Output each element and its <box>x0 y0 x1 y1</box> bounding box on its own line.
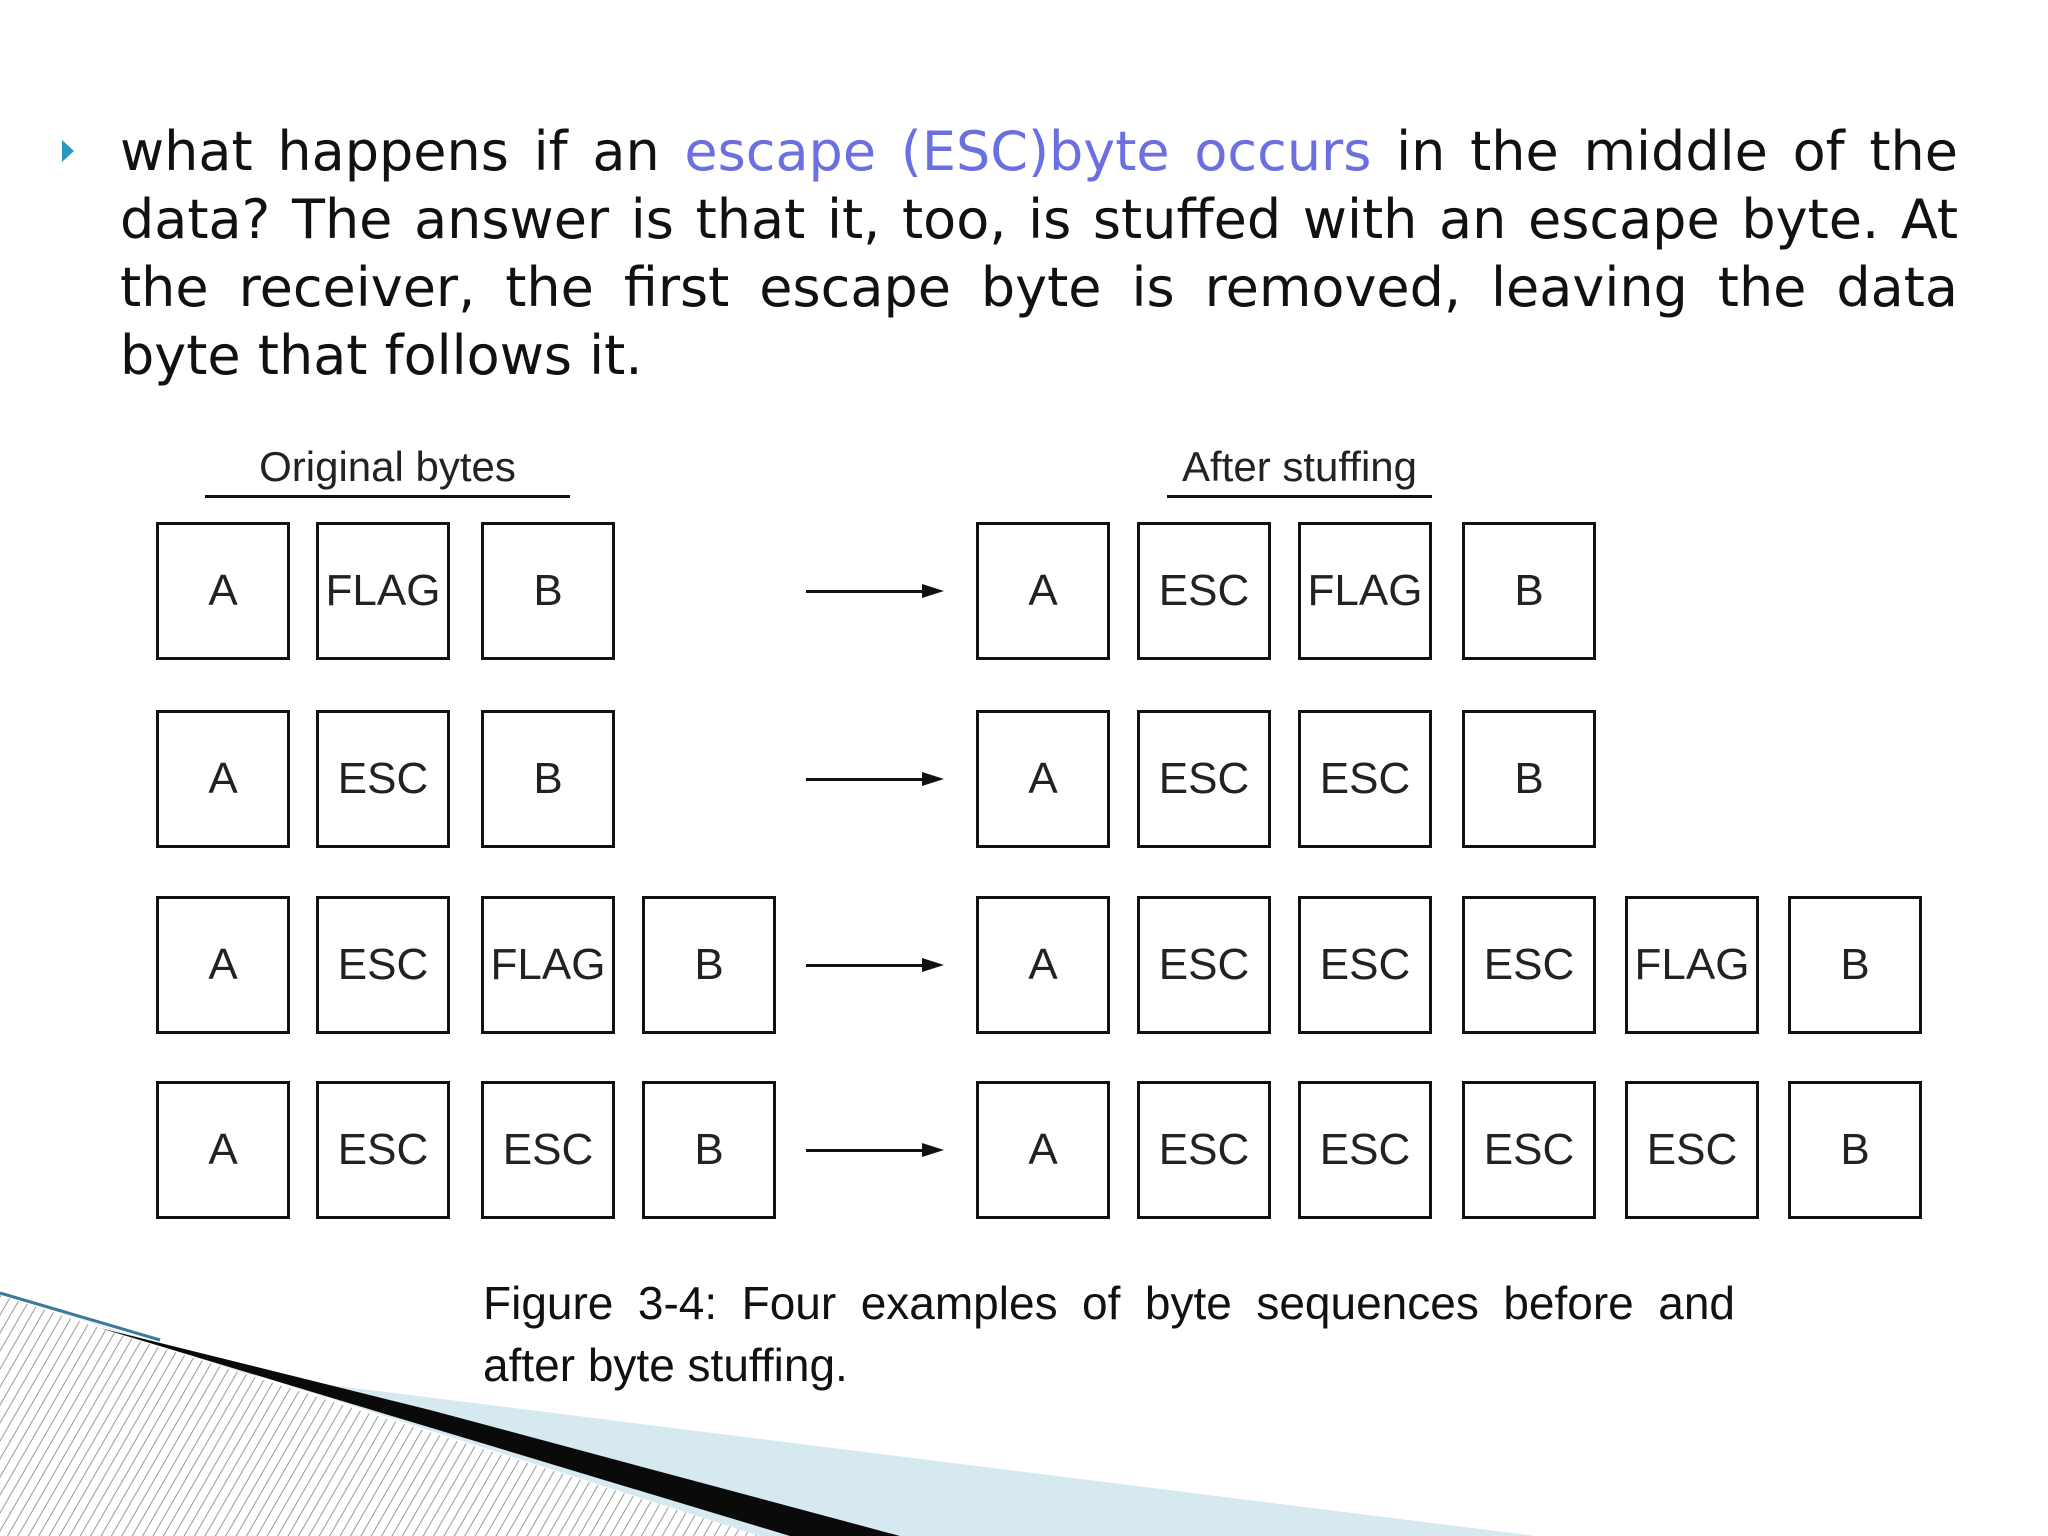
original-byte-box: B <box>642 1081 776 1219</box>
original-byte-box: ESC <box>316 710 450 848</box>
stuffed-byte-box: ESC <box>1462 896 1596 1034</box>
original-byte-box: A <box>156 1081 290 1219</box>
stuffed-byte-box: FLAG <box>1298 522 1432 660</box>
stuffed-byte-box: ESC <box>1137 1081 1271 1219</box>
stuffed-byte-box: ESC <box>1462 1081 1596 1219</box>
stuffed-byte-box: A <box>976 1081 1110 1219</box>
stuffed-byte-box: B <box>1788 1081 1922 1219</box>
transform-arrow-line <box>806 1149 924 1152</box>
original-byte-box: ESC <box>316 896 450 1034</box>
stuffed-byte-box: A <box>976 710 1110 848</box>
stuffed-byte-box: ESC <box>1137 896 1271 1034</box>
stuffed-byte-box: A <box>976 522 1110 660</box>
transform-arrow-line <box>806 590 924 593</box>
stuffed-byte-box: B <box>1462 522 1596 660</box>
after-stuffing-heading: After stuffing <box>1167 443 1432 491</box>
transform-arrow-line <box>806 964 924 967</box>
original-bytes-heading: Original bytes <box>205 443 570 491</box>
stuffed-byte-box: ESC <box>1137 522 1271 660</box>
stuffed-byte-box: ESC <box>1298 1081 1432 1219</box>
stuffed-byte-box: B <box>1462 710 1596 848</box>
stuffed-byte-box: FLAG <box>1625 896 1759 1034</box>
original-byte-box: FLAG <box>316 522 450 660</box>
after-stuffing-underline <box>1167 495 1432 498</box>
arrow-head-icon <box>922 584 944 598</box>
stuffed-byte-box: ESC <box>1625 1081 1759 1219</box>
stuffed-byte-box: ESC <box>1137 710 1271 848</box>
arrow-head-icon <box>922 772 944 786</box>
original-byte-box: B <box>481 710 615 848</box>
arrow-head-icon <box>922 1143 944 1157</box>
stuffed-byte-box: ESC <box>1298 896 1432 1034</box>
original-byte-box: A <box>156 896 290 1034</box>
original-byte-box: A <box>156 522 290 660</box>
original-byte-box: FLAG <box>481 896 615 1034</box>
stuffed-byte-box: B <box>1788 896 1922 1034</box>
figure-caption: Figure 3-4: Four examples of byte sequen… <box>483 1272 1735 1396</box>
transform-arrow-line <box>806 778 924 781</box>
stuffed-byte-box: ESC <box>1298 710 1432 848</box>
original-bytes-underline <box>205 495 570 498</box>
original-byte-box: ESC <box>481 1081 615 1219</box>
original-byte-box: B <box>481 522 615 660</box>
arrow-head-icon <box>922 958 944 972</box>
original-byte-box: B <box>642 896 776 1034</box>
original-byte-box: A <box>156 710 290 848</box>
stuffed-byte-box: A <box>976 896 1110 1034</box>
original-byte-box: ESC <box>316 1081 450 1219</box>
